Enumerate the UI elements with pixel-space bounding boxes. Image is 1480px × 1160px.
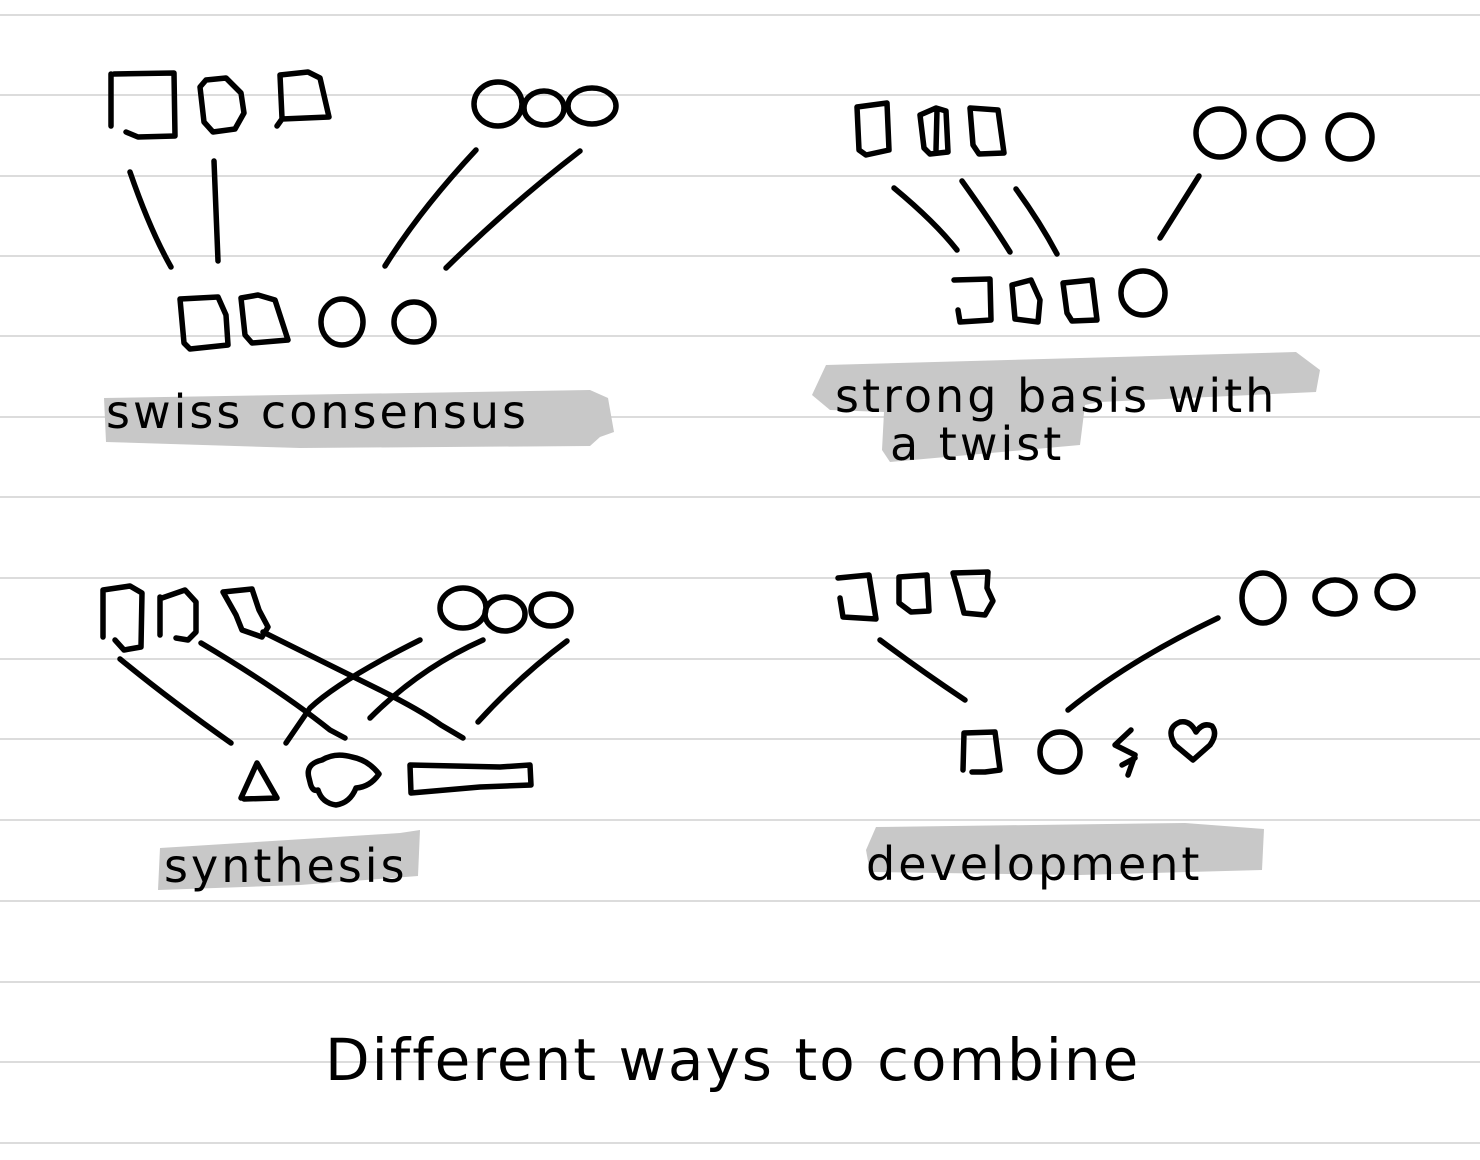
label-a-twist: a twist: [890, 417, 1064, 471]
circle-icon: [1256, 114, 1306, 162]
top-squares-group: [854, 100, 1007, 158]
square-icon: [100, 583, 145, 653]
connector-lines: [891, 173, 1202, 257]
result-shapes: [960, 718, 1218, 778]
cloud-icon: [305, 752, 382, 808]
circle-icon: [318, 296, 366, 348]
panel-swiss-consensus: swiss consensus: [104, 69, 619, 448]
result-shapes: [238, 752, 534, 808]
square-icon: [1009, 277, 1043, 325]
connector-line: [367, 637, 486, 721]
square-icon: [950, 569, 996, 618]
connector-lines: [127, 147, 583, 271]
circle-icon: [471, 79, 525, 129]
circle-icon: [1037, 729, 1083, 775]
top-squares-group: [100, 583, 271, 653]
highlight-swiss-consensus: [104, 390, 614, 448]
label-strong-basis: strong basis with: [835, 369, 1277, 423]
connector-lines: [877, 615, 1221, 713]
connector-line: [260, 629, 466, 741]
square-icon: [274, 69, 332, 129]
circle-icon: [437, 585, 489, 631]
connector-lines: [117, 629, 570, 746]
result-shapes: [951, 268, 1168, 325]
square-icon: [157, 587, 199, 643]
label-synthesis: synthesis: [164, 839, 408, 893]
connector-line: [283, 637, 423, 746]
circle-icon: [528, 591, 574, 629]
connector-line: [211, 158, 221, 264]
label-swiss-consensus: swiss consensus: [106, 385, 529, 439]
square-icon: [1060, 277, 1100, 324]
circle-icon: [391, 299, 437, 345]
circle-icon: [1193, 106, 1247, 160]
square-icon: [238, 292, 291, 346]
panel-synthesis: synthesis: [100, 583, 574, 893]
square-icon: [108, 70, 178, 140]
triangle-icon: [238, 760, 280, 802]
lightning-icon: [1112, 727, 1138, 778]
connector-line: [1013, 186, 1060, 257]
top-circles-group: [471, 79, 619, 129]
square-icon: [967, 105, 1007, 157]
circle-icon: [1325, 112, 1375, 162]
heart-icon: [1168, 718, 1218, 763]
highlight-synthesis: [158, 830, 420, 890]
square-icon: [951, 276, 994, 325]
circle-icon: [565, 85, 619, 127]
circle-icon: [1374, 573, 1416, 611]
connector-line: [877, 637, 968, 703]
top-circles-group: [1239, 570, 1416, 626]
long-rectangle-icon: [407, 762, 534, 796]
connector-line: [1157, 173, 1202, 241]
connector-line: [959, 178, 1013, 255]
result-shapes: [177, 292, 437, 352]
panel-development: development: [835, 569, 1416, 891]
square-icon: [917, 105, 951, 157]
square-icon: [896, 572, 932, 615]
circle-icon: [1239, 570, 1287, 626]
circle-icon: [1312, 577, 1358, 617]
connector-line: [198, 640, 348, 741]
top-circles-group: [1193, 106, 1375, 162]
ruled-lines: [0, 14, 1480, 1144]
connector-line: [891, 185, 960, 253]
connector-line: [475, 638, 570, 725]
circle-icon: [521, 88, 567, 128]
square-icon: [854, 100, 892, 158]
square-icon: [835, 572, 879, 622]
square-icon: [177, 294, 231, 352]
panel-strong-basis: strong basis with a twist: [812, 100, 1375, 471]
highlight-strong-basis: [812, 352, 1320, 462]
circle-icon: [482, 594, 528, 634]
label-development: development: [866, 837, 1202, 891]
connector-line: [382, 147, 479, 269]
connector-line: [1065, 615, 1221, 713]
square-icon: [220, 586, 271, 640]
square-icon: [960, 729, 1003, 775]
page-title: Different ways to combine: [325, 1026, 1140, 1094]
connector-line: [117, 656, 234, 746]
top-squares-group: [835, 569, 996, 622]
square-icon: [197, 75, 247, 135]
top-squares-group: [108, 69, 332, 140]
connector-line: [127, 169, 174, 270]
highlight-development: [866, 823, 1264, 875]
connector-line: [443, 148, 583, 271]
circle-icon: [1118, 268, 1168, 318]
top-circles-group: [437, 585, 574, 634]
